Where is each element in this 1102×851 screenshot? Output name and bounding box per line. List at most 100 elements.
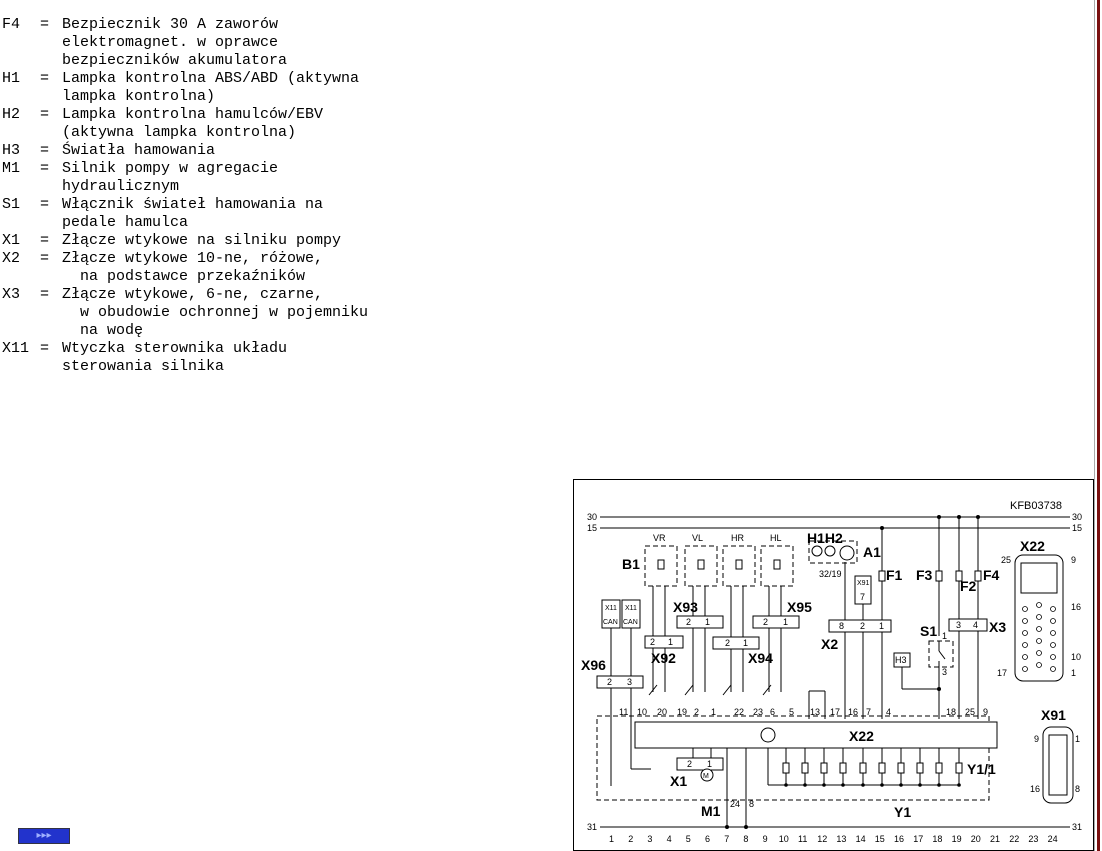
legend-row: X11=Wtyczka sterownika układu — [2, 340, 368, 358]
x22-pin-label: 1 — [711, 707, 716, 717]
x11-label-1: X11 — [605, 605, 617, 612]
connector-x3 — [948, 618, 988, 632]
m1-pin-24: 24 — [730, 799, 740, 809]
x93-pin-1: 1 — [705, 617, 710, 627]
fuse-f3-icon — [935, 570, 943, 582]
label-x22: X22 — [849, 728, 874, 744]
legend-description: lampka kontrolna) — [62, 88, 216, 105]
label-a1: A1 — [863, 544, 881, 560]
label-x1: X1 — [670, 773, 687, 789]
x2-pin-1: 1 — [879, 621, 884, 631]
label-f3: F3 — [916, 567, 933, 583]
legend-code: X2 — [2, 250, 21, 267]
valve-group-y1 — [782, 748, 963, 787]
diagram-reference: KFB03738 — [1010, 500, 1062, 512]
pump-motor-icon — [700, 768, 714, 782]
legend-code — [2, 52, 40, 70]
x22-pin-label: 11 — [619, 707, 628, 717]
grid-number: 11 — [798, 834, 807, 844]
vertical-scrollbar[interactable] — [1094, 0, 1102, 851]
x22-pin-label: 20 — [657, 707, 667, 717]
legend-description: Silnik pompy w agregacie — [62, 160, 279, 177]
legend-description: Złącze wtykowe, 6-ne, czarne, — [62, 286, 324, 303]
valve-icon — [820, 762, 828, 774]
legend-row: na podstawce przekaźników — [2, 268, 368, 286]
grid-number: 21 — [990, 834, 1000, 844]
sensor-hr-box — [722, 545, 756, 587]
legend-description: hydraulicznym — [62, 178, 180, 195]
legend-row: H3=Światła hamowania — [2, 142, 368, 160]
next-page-button[interactable]: ▸▸▸ — [18, 828, 70, 844]
x92-pin-2: 2 — [650, 637, 655, 647]
grid-number: 16 — [894, 834, 904, 844]
label-h1h2: H1H2 — [807, 530, 843, 546]
legend-description: sterowania silnika — [62, 358, 225, 375]
x22-pin-label: 2 — [694, 707, 699, 717]
connector-x93 — [676, 615, 724, 629]
label-s1: S1 — [920, 623, 937, 639]
legend-equals: = — [40, 340, 50, 357]
label-x92: X92 — [651, 650, 676, 666]
legend-equals: = — [40, 232, 50, 249]
x91-connector-icon — [1042, 726, 1074, 804]
legend-equals — [40, 178, 62, 196]
legend-code: M1 — [2, 160, 21, 177]
x91-pin-8: 8 — [1075, 784, 1080, 794]
grid-number: 4 — [667, 834, 672, 844]
s1-pin-3: 3 — [942, 667, 947, 677]
legend-row: H1=Lampka kontrolna ABS/ABD (aktywna — [2, 70, 368, 88]
grid-number: 5 — [686, 834, 691, 844]
legend-equals: = — [40, 196, 50, 213]
x94-pin-1: 1 — [743, 638, 748, 648]
label-x2: X2 — [821, 636, 838, 652]
sensor-hl-label: HL — [770, 533, 782, 543]
x22-pin-label: 16 — [848, 707, 858, 717]
x91-pin-16: 16 — [1030, 784, 1040, 794]
fuse-f1-icon — [878, 570, 886, 582]
label-x94: X94 — [748, 650, 773, 666]
label-x3: X3 — [989, 619, 1006, 635]
grid-number: 18 — [932, 834, 942, 844]
x22-control-unit — [634, 721, 998, 749]
valve-icon — [916, 762, 924, 774]
legend-row: lampka kontrolna) — [2, 88, 368, 106]
sensor-vr-box — [644, 545, 678, 587]
connector-x95 — [752, 615, 800, 629]
lamp-h2-icon — [824, 545, 836, 557]
sensor-group-b1: B1 VR VL HR HL — [622, 533, 794, 587]
legend-equals: = — [40, 70, 50, 87]
x22c-pin-1: 1 — [1071, 668, 1076, 678]
junction-f1 — [880, 526, 884, 530]
x22-pin-label: 6 — [770, 707, 775, 717]
x22c-pin-25: 25 — [1001, 555, 1011, 565]
legend-row: bezpieczników akumulatora — [2, 52, 368, 70]
x91-pin-1: 1 — [1075, 734, 1080, 744]
abs-control-unit-outline — [596, 715, 990, 801]
x92-pin-1: 1 — [668, 637, 673, 647]
legend-equals: = — [40, 160, 50, 177]
legend-equals — [40, 52, 62, 70]
label-y1-1: Y1/1 — [967, 761, 996, 777]
scrollbar-thumb[interactable] — [1097, 0, 1100, 851]
x22-pin-label: 10 — [637, 707, 647, 717]
grid-number: 2 — [628, 834, 633, 844]
rail-31-right: 31 — [1072, 822, 1082, 832]
grid-number: 22 — [1009, 834, 1019, 844]
x22c-pin-10: 10 — [1071, 652, 1081, 662]
valve-icon — [839, 762, 847, 774]
sensor-hl-box — [760, 545, 794, 587]
legend-row: hydraulicznym — [2, 178, 368, 196]
x22c-pin-16: 16 — [1071, 602, 1081, 612]
legend-description: Włącznik świateł hamowania na — [62, 196, 324, 213]
grid-number: 1 — [609, 834, 614, 844]
x95-pin-2: 2 — [763, 617, 768, 627]
grid-number: 9 — [763, 834, 768, 844]
legend-description: Światła hamowania — [62, 142, 216, 159]
x22-pin-label: 25 — [965, 707, 975, 717]
legend-row: M1 = Silnik pompy w agregacie — [2, 160, 368, 178]
legend-row: H2=Lampka kontrolna hamulców/EBV — [2, 106, 368, 124]
connector-x94 — [712, 636, 760, 650]
x22-pin-label: 4 — [886, 707, 891, 717]
label-m1: M1 — [701, 803, 721, 819]
